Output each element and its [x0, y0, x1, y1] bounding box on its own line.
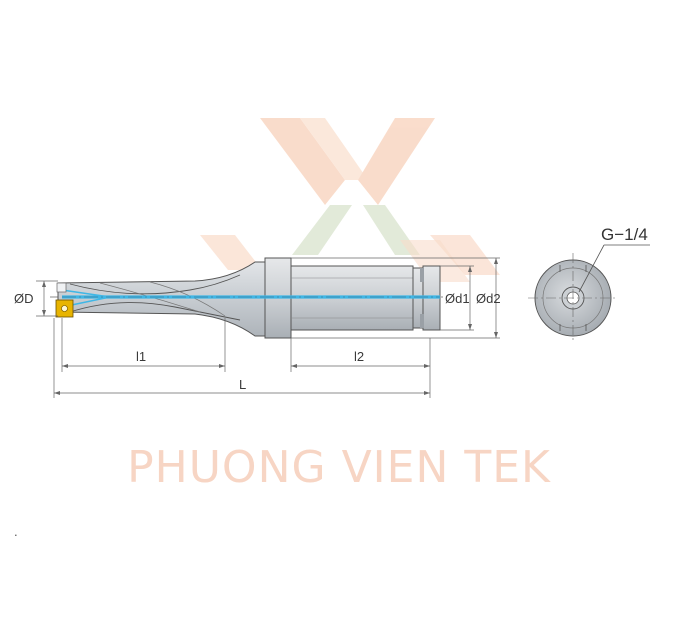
dimension-arrows: [42, 258, 498, 395]
label-total-length: L: [239, 377, 247, 392]
label-d1: Ød1: [445, 291, 470, 306]
watermark-logo: [200, 118, 500, 282]
label-l1: l1: [136, 349, 147, 364]
end-view: [528, 244, 650, 343]
label-l2: l2: [354, 349, 365, 364]
label-d2: Ød2: [476, 291, 501, 306]
label-d: ØD: [14, 291, 34, 306]
cutting-insert: [55, 282, 74, 318]
label-thread: G−1/4: [601, 225, 648, 244]
watermark-text: PHUONG VIEN TEK: [127, 442, 551, 493]
dimension-lines: [36, 257, 500, 398]
drill-body: [57, 261, 266, 337]
stray-dot: .: [14, 524, 18, 539]
